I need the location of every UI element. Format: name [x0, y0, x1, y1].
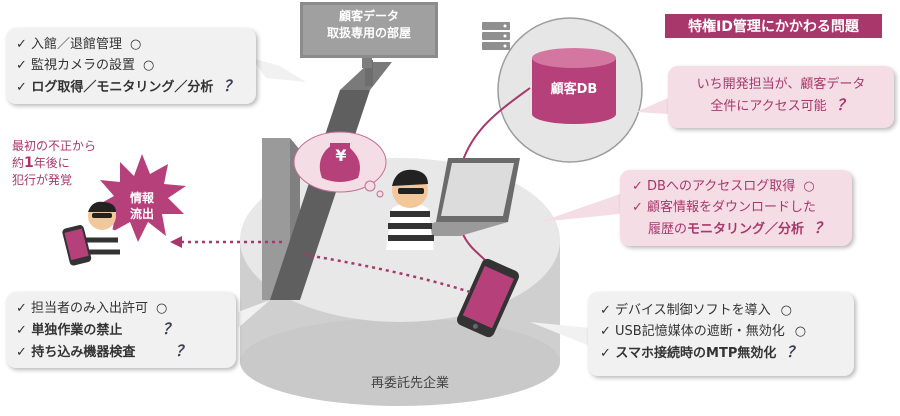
- callout-room-access: ✓ 担当者のみ入出許可○ ✓ 単独作業の禁止？ ✓ 持ち込み機器検査？: [6, 292, 236, 368]
- callout-line: 履歴のモニタリング／分析？: [648, 219, 830, 237]
- callout-tail-top-left: [252, 58, 306, 82]
- callout-line: ✓ USB記憶媒体の遮断・無効化○: [600, 324, 807, 339]
- server-icon: [482, 22, 510, 50]
- callout-device-control: ✓ デバイス制御ソフトを導入○ ✓ USB記憶媒体の遮断・無効化○ ✓ スマホ接…: [588, 292, 854, 376]
- discovery-note-post: 年後に: [33, 156, 70, 170]
- room-sign: [300, 2, 438, 68]
- callout-line: ✓ 単独作業の禁止？: [16, 320, 178, 338]
- page-title: 特権ID管理にかかわる問題: [665, 14, 882, 38]
- leak-label: 情報 流出: [114, 190, 170, 222]
- db-zone: [497, 17, 643, 163]
- leak-burst-icon: [96, 154, 186, 242]
- discovery-note-line1: 最初の不正から: [12, 139, 97, 153]
- callout-tail-bottom-right: [530, 322, 590, 346]
- building-label: 再委託先企業: [370, 376, 449, 391]
- thief-figure: [62, 201, 122, 268]
- callout-tail-log: [540, 194, 620, 222]
- insider-figure: [386, 169, 434, 250]
- callout-db-line1: いち開発担当が、顧客データ: [696, 77, 866, 92]
- discovery-note-num: 1: [24, 155, 34, 171]
- leak-arrow-head: [170, 236, 182, 248]
- callout-line: ✓ 顧客情報をダウンロードした: [632, 200, 817, 215]
- callout-line: ✓ 監視カメラの設置○: [16, 58, 155, 73]
- callout-db-line2: 全件にアクセス可能？: [710, 96, 852, 114]
- callout-db-access: いち開発担当が、顧客データ 全件にアクセス可能？: [668, 66, 894, 128]
- callout-physical-security: ✓ 入館／退館管理○ ✓ 監視カメラの設置○ ✓ ログ取得／モニタリング／分析？: [6, 28, 256, 104]
- callout-log-monitoring: ✓ DBへのアクセスログ取得○ ✓ 顧客情報をダウンロードした 履歴のモニタリン…: [620, 170, 852, 246]
- yen-icon: ¥: [335, 146, 347, 165]
- room-sign-line2: 取扱専用の部屋: [326, 26, 411, 40]
- callout-line: ✓ スマホ接続時のMTP無効化？: [600, 343, 802, 361]
- leak-label-line2: 流出: [129, 207, 154, 221]
- laptop-icon: [392, 158, 520, 236]
- callout-tail-bottom-left: [238, 300, 270, 328]
- callout-line: ✓ デバイス制御ソフトを導入○: [600, 303, 792, 318]
- callout-line: ✓ 担当者のみ入出許可○: [16, 301, 168, 316]
- callout-line: ✓ DBへのアクセスログ取得○: [632, 179, 815, 194]
- smartphone-icon: [457, 258, 519, 338]
- db-label: 顧客DB: [550, 82, 598, 97]
- callout-line: ✓ 持ち込み機器検査？: [16, 342, 191, 360]
- callout-line: ✓ ログ取得／モニタリング／分析？: [16, 77, 239, 95]
- discovery-note-pre: 約: [12, 156, 25, 170]
- callout-tail-db: [636, 98, 668, 114]
- leak-path-phone: [299, 252, 471, 294]
- discovery-note-line2: 約1年後に: [12, 155, 96, 172]
- money-thought-bubble: [293, 131, 387, 198]
- discovery-note-line3: 犯行が発覚: [12, 173, 73, 187]
- leak-label-line1: 情報: [129, 191, 154, 205]
- room-sign-line1: 顧客データ: [338, 9, 399, 23]
- room-sign-label: 顧客データ 取扱専用の部屋: [306, 8, 432, 42]
- discovery-note: 最初の不正から 約1年後に 犯行が発覚: [12, 138, 96, 189]
- callout-line: ✓ 入館／退館管理○: [16, 37, 142, 52]
- db-connection-line: [459, 87, 531, 171]
